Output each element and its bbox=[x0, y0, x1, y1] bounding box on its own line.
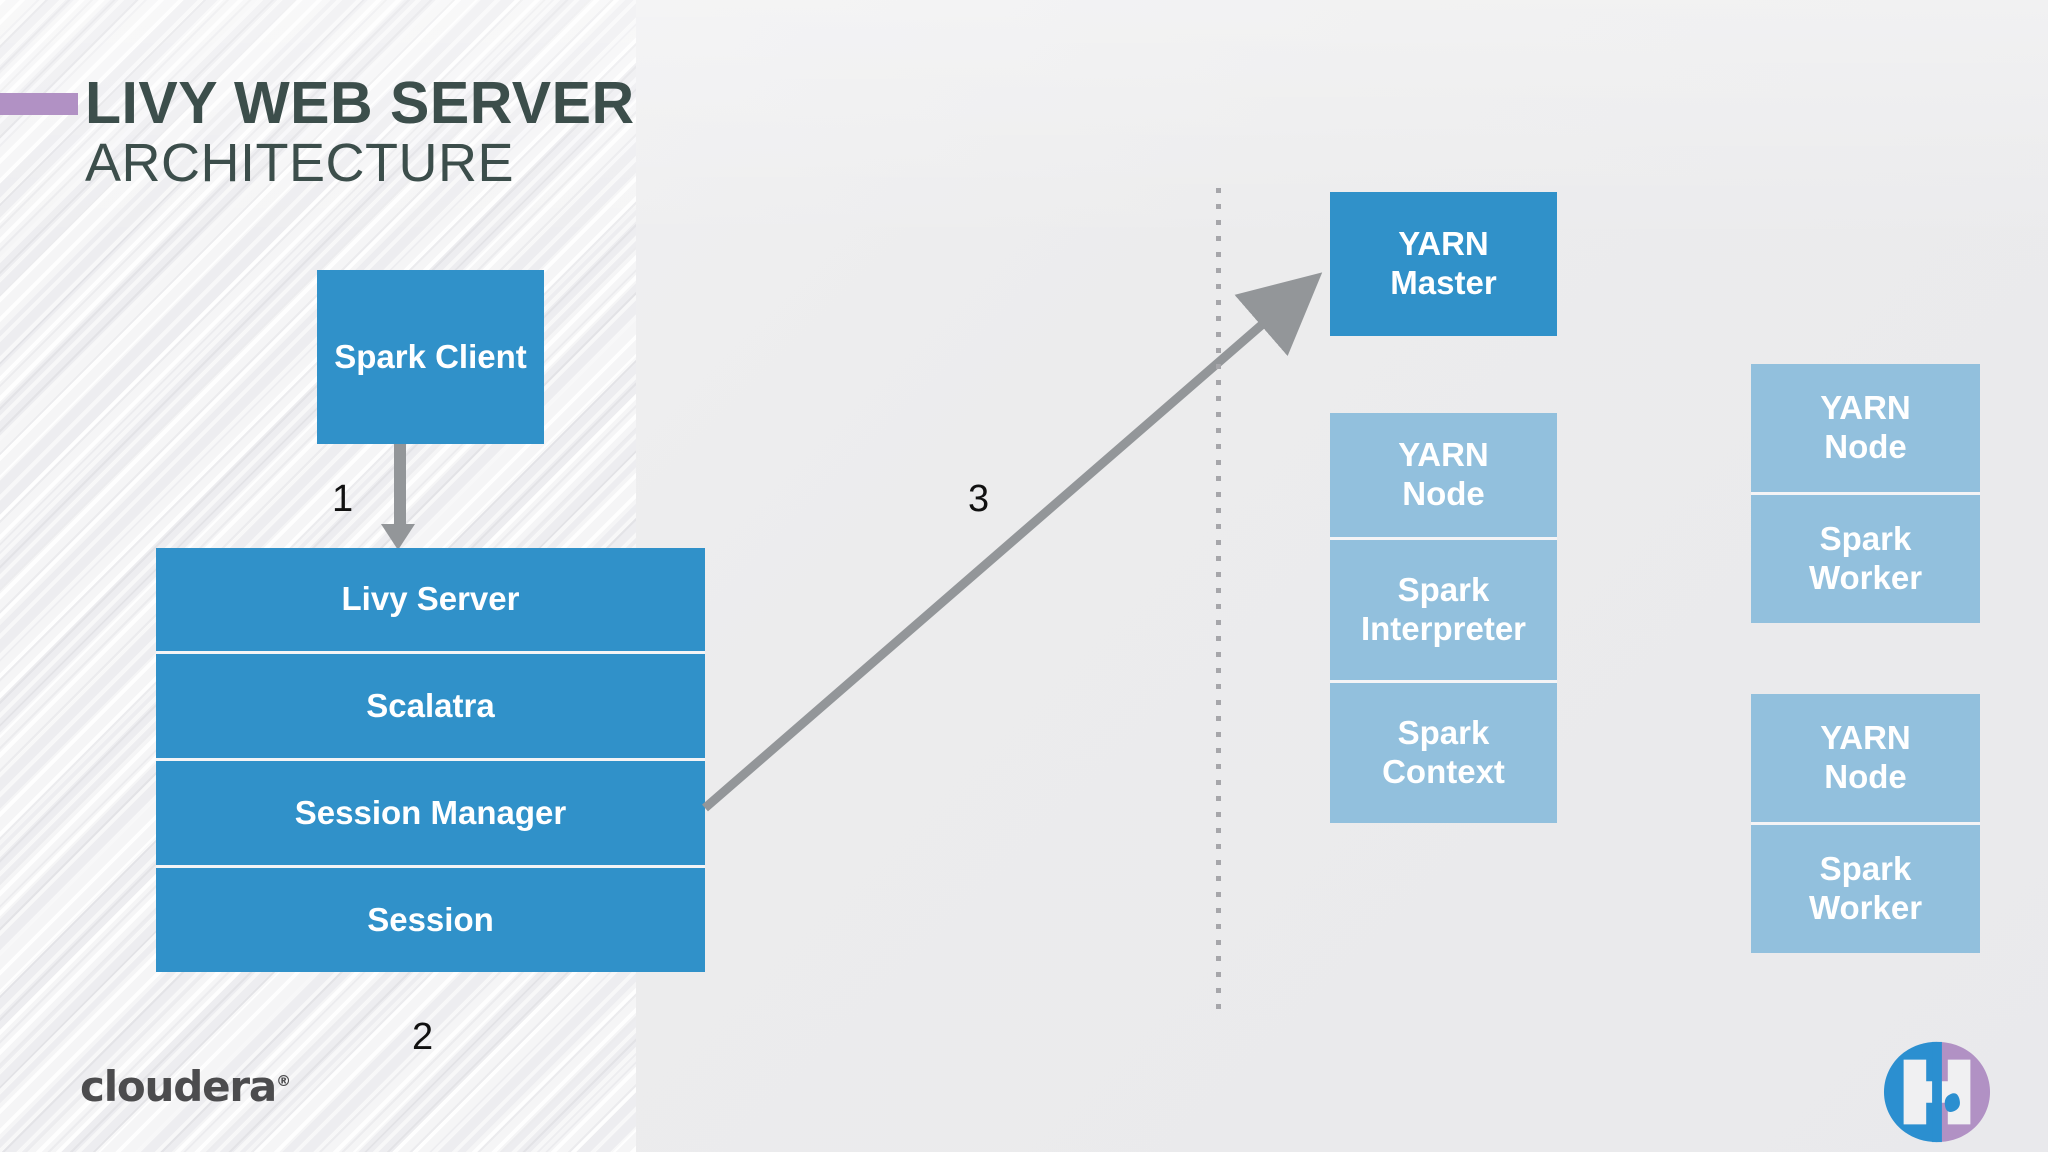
step-label-2: 2 bbox=[412, 1016, 434, 1058]
page-subtitle: ARCHITECTURE bbox=[85, 133, 515, 193]
node-spark-client[interactable]: Spark Client bbox=[317, 270, 544, 444]
node-spark-context[interactable]: Spark Context bbox=[1330, 683, 1557, 823]
node-livy-server[interactable]: Livy Server bbox=[156, 548, 705, 651]
node-spark-worker[interactable]: Spark Worker bbox=[1751, 495, 1980, 623]
node-scalatra[interactable]: Scalatra bbox=[156, 654, 705, 758]
stack-divider bbox=[1330, 537, 1557, 540]
stack-divider bbox=[156, 865, 705, 868]
node-session-manager[interactable]: Session Manager bbox=[156, 761, 705, 865]
hadoop-summit-logo-icon bbox=[1883, 1041, 1991, 1143]
stack-divider bbox=[1751, 492, 1980, 495]
registered-mark: ® bbox=[276, 1072, 291, 1090]
stack-divider bbox=[1751, 822, 1980, 825]
node-session[interactable]: Session bbox=[156, 868, 705, 972]
cloudera-logo: cloudera® bbox=[80, 1062, 291, 1111]
page-title: LIVY WEB SERVER bbox=[85, 70, 635, 136]
stack-divider bbox=[156, 651, 705, 654]
node-yarn-node[interactable]: YARN Node bbox=[1330, 413, 1557, 537]
yarn-node-center-stack: YARN Node Spark Interpreter Spark Contex… bbox=[1330, 413, 1557, 823]
node-spark-interpreter[interactable]: Spark Interpreter bbox=[1330, 540, 1557, 680]
node-yarn-node[interactable]: YARN Node bbox=[1751, 364, 1980, 492]
yarn-node-right-bottom-stack: YARN Node Spark Worker bbox=[1751, 694, 1980, 953]
node-yarn-master[interactable]: YARN Master bbox=[1330, 192, 1557, 336]
title-accent-bar bbox=[0, 93, 78, 115]
node-spark-worker[interactable]: Spark Worker bbox=[1751, 825, 1980, 953]
stack-divider bbox=[1330, 680, 1557, 683]
arrow-1-head bbox=[381, 524, 415, 550]
node-yarn-node[interactable]: YARN Node bbox=[1751, 694, 1980, 822]
livy-server-stack: Livy Server Scalatra Session Manager Ses… bbox=[156, 548, 705, 972]
arrow-1-shaft bbox=[394, 444, 406, 530]
step-label-3: 3 bbox=[968, 478, 990, 520]
yarn-node-right-top-stack: YARN Node Spark Worker bbox=[1751, 364, 1980, 623]
cloudera-wordmark: cloudera bbox=[80, 1062, 277, 1111]
stack-divider bbox=[156, 758, 705, 761]
step-label-1: 1 bbox=[332, 478, 354, 520]
cluster-boundary-divider bbox=[1216, 188, 1221, 1010]
